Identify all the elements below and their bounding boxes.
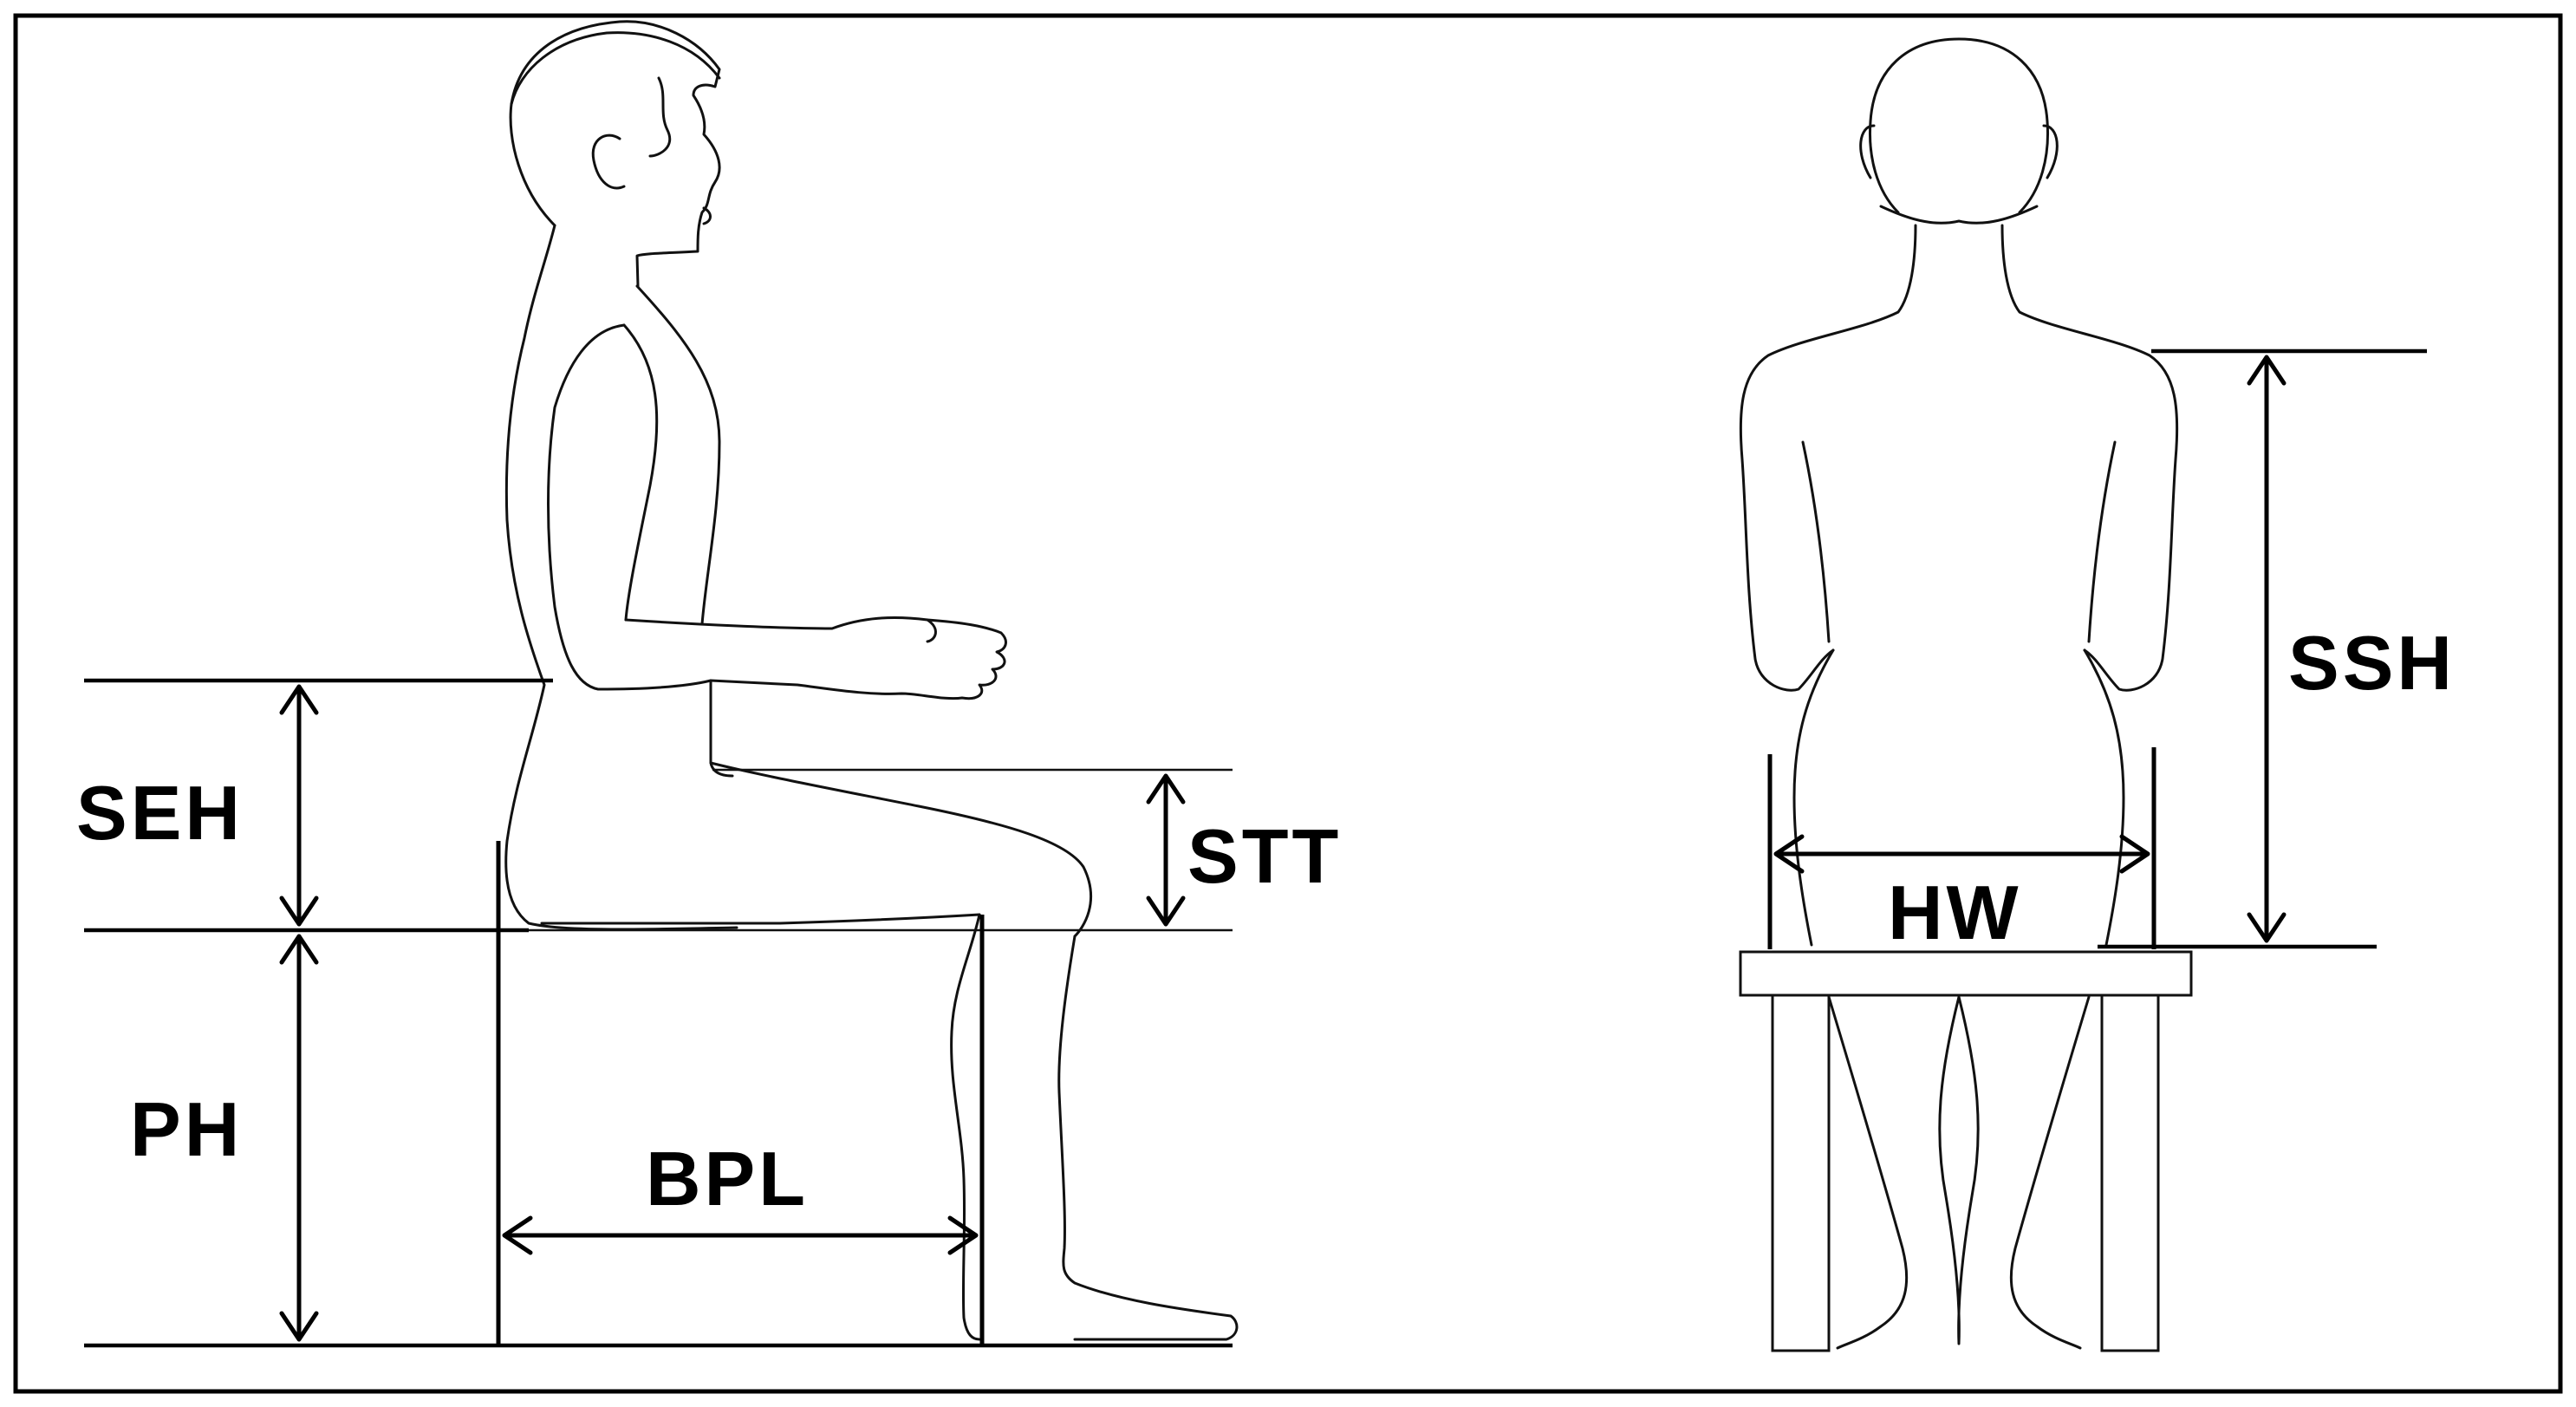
back-inner-arm-left [1801,440,1831,643]
side-arm-inner-outline [622,323,659,622]
back-leg-left [1827,995,1909,1350]
back-leg-right [2009,995,2091,1350]
stool-leg-left [1771,993,1831,1352]
stool [1739,950,2193,1352]
back-hip-outline [1792,648,2125,947]
ssh-dimension-arrow [2247,355,2287,943]
side-calf-outline [950,913,981,1341]
seated-figure-side [504,20,1239,1341]
bpl-label: BPL [646,1136,809,1221]
stt-label: STT [1187,813,1342,899]
back-ear-left [1859,124,1876,179]
seh-dimension-arrow [279,684,319,927]
back-head-outline [1869,37,2049,214]
side-hair-outline [510,31,721,158]
side-thigh-underside [540,913,981,925]
seated-figure-back [1739,37,2179,1350]
ph-dimension-arrow [279,934,319,1342]
hw-label: HW [1888,870,2022,955]
side-hand-detail [926,618,937,643]
stool-seat [1739,950,2193,997]
side-mouth-outline [702,206,712,225]
hw-dimension-arrow [1773,834,2150,874]
side-head-outline [509,20,721,288]
back-ear-right [2042,124,2059,179]
back-torso-outline [1739,224,1917,692]
ssh-label: SSH [2288,620,2456,706]
back-leg-center [1938,995,1980,1345]
back-torso-outline-right [2000,224,2179,692]
ph-label: PH [130,1086,243,1172]
stool-leg-right [2100,993,2160,1352]
side-view: SEH STT PH BPL [76,20,1342,1348]
side-forearm-outline [624,616,1007,700]
back-view: SSH HW [1739,37,2456,1352]
seh-label: SEH [76,770,244,856]
side-shin-outline [1057,935,1239,1341]
stt-dimension-arrow [1146,773,1186,927]
bpl-dimension-arrow [502,1215,979,1255]
side-upper-arm-outline [547,323,734,778]
back-inner-arm-right [2087,440,2117,643]
figure-border [13,13,2563,1394]
back-hairline [1879,205,2039,225]
side-thigh-outline [709,761,1093,938]
side-chest-outline [635,284,721,626]
side-ear-outline [591,134,626,190]
side-back-outline [504,224,738,931]
